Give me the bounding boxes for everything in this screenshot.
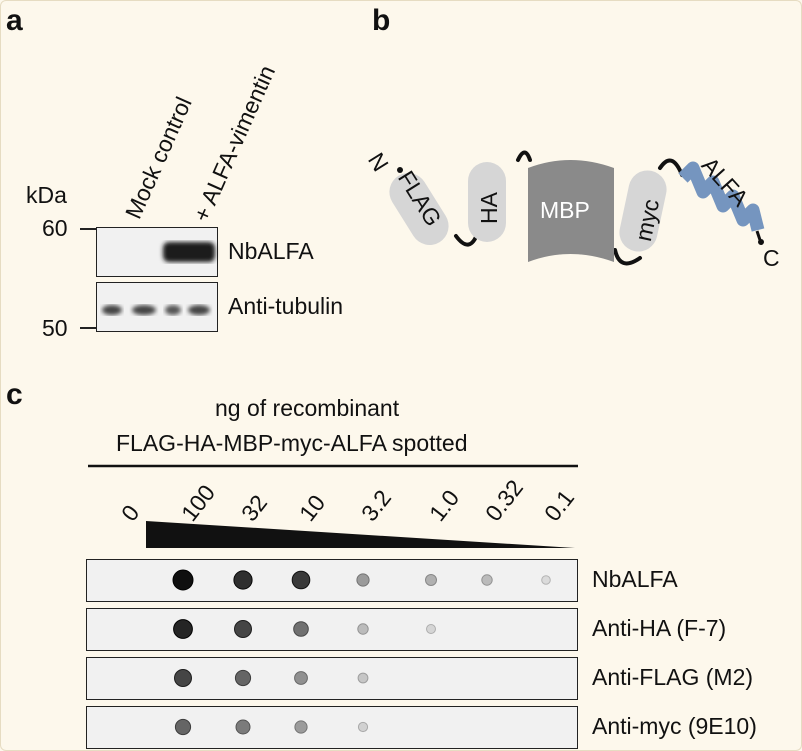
mbp-label: MBP [540, 197, 590, 223]
dot-spot [425, 574, 437, 586]
dot-spot [233, 570, 253, 590]
marker-50: 50 [42, 315, 68, 341]
dot-spot [426, 624, 436, 634]
dot-spot [291, 570, 311, 590]
dot-spot [481, 574, 493, 586]
c-terminus-label: C [763, 245, 780, 271]
dot-blot-strip [86, 559, 578, 602]
ha-domain [468, 162, 506, 242]
dot-blot-strip [86, 657, 578, 700]
dot-row-label: Anti-HA (F-7) [592, 615, 727, 641]
flag-domain [389, 173, 449, 245]
dot-spot [357, 623, 369, 635]
dot-spot [234, 620, 252, 638]
alfa-helix [678, 161, 765, 232]
linker-segments [454, 150, 684, 266]
nbalfa-western-blot [96, 227, 218, 277]
kda-label: kDa [26, 182, 67, 208]
dot-row-label: NbALFA [592, 566, 678, 592]
dot-spot [172, 569, 194, 591]
marker-60: 60 [42, 215, 68, 241]
c-dot [758, 239, 764, 245]
dot-spot [541, 575, 551, 585]
myc-domain [619, 170, 667, 252]
ha-label: HA [476, 192, 502, 224]
dot-spot [293, 621, 309, 637]
dot-blot-strip [86, 706, 578, 749]
c-linker [755, 230, 762, 241]
dot-row-label: Anti-myc (9E10) [592, 713, 757, 739]
dot-row-label: Anti-FLAG (M2) [592, 664, 754, 690]
dot-spot [357, 721, 369, 733]
dilution-title-line1: ng of recombinant [215, 395, 400, 421]
dot-spot [173, 619, 193, 639]
tubulin-bands [102, 305, 210, 315]
n-dot [397, 167, 403, 173]
panel-b-label: b [372, 4, 391, 37]
dot-spot [174, 669, 192, 687]
panel-a-label: a [6, 4, 23, 37]
nbalfa-band [163, 242, 215, 262]
panel-c-label: c [6, 378, 23, 411]
mbp-domain [528, 160, 614, 262]
dot-spot [174, 718, 192, 736]
dot-spot [357, 672, 369, 684]
dilution-title-line2: FLAG-HA-MBP-myc-ALFA spotted [116, 430, 468, 456]
tubulin-western-blot [96, 282, 218, 332]
dot-spot [235, 719, 251, 735]
dot-spot [234, 669, 252, 687]
blot-label-nbalfa: NbALFA [228, 238, 314, 264]
blot-label-tubulin: Anti-tubulin [228, 293, 344, 319]
dot-blot-strip [86, 608, 578, 651]
dot-spot [294, 720, 308, 734]
dot-spot [356, 573, 370, 587]
dot-spot [294, 671, 308, 685]
